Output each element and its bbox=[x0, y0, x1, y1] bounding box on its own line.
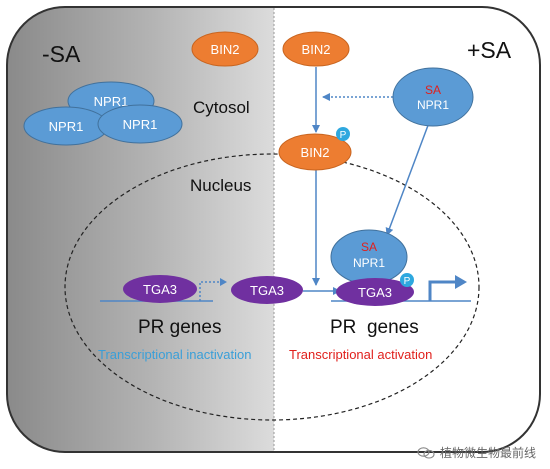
bin2-phosphorylated-label: BIN2 bbox=[301, 145, 330, 160]
npr1-right bbox=[97, 104, 183, 144]
arrow-sa-npr1-into-nucleus bbox=[385, 119, 431, 236]
npr1-top-label: NPR1 bbox=[94, 94, 129, 109]
pr-genes-left-label: PR genes bbox=[138, 317, 221, 338]
cell-outline bbox=[6, 6, 541, 453]
bin2-left bbox=[191, 31, 259, 67]
phosphate-bin2-label: P bbox=[340, 130, 347, 141]
tga3-left-label: TGA3 bbox=[143, 282, 177, 297]
tga3-right bbox=[336, 278, 414, 306]
nucleus-label: Nucleus bbox=[190, 176, 251, 195]
transcriptional-activation-label: Transcriptional activation bbox=[289, 347, 432, 362]
tga3-right-label: TGA3 bbox=[358, 285, 392, 300]
npr1-left-label: NPR1 bbox=[49, 119, 84, 134]
bin2-left-label: BIN2 bbox=[211, 42, 240, 57]
promoter-active-head bbox=[455, 275, 467, 289]
phosphate-bin2 bbox=[336, 127, 350, 141]
promoter-inactive-head bbox=[220, 278, 227, 286]
cytosol-label: Cytosol bbox=[193, 98, 250, 117]
bin2-phosphorylated bbox=[278, 133, 352, 171]
promoter-active bbox=[428, 280, 456, 301]
sa-npr1-nucleus-npr1-label: NPR1 bbox=[353, 256, 385, 270]
plus-sa-panel bbox=[274, 7, 540, 452]
nucleus-boundary bbox=[64, 153, 480, 421]
tga3-center bbox=[231, 276, 303, 304]
pr-genes-right-label: PR genes bbox=[330, 317, 419, 338]
tga3-left bbox=[123, 275, 197, 303]
watermark: 植物微生物最前线 bbox=[417, 444, 536, 461]
phosphate-tga3-label: P bbox=[404, 276, 411, 287]
sa-npr1-cytosol-sa-label: SA bbox=[425, 83, 441, 97]
sa-npr1-nucleus-sa-label: SA bbox=[361, 240, 377, 254]
plus-sa-label: +SA bbox=[467, 37, 512, 63]
minus-sa-panel bbox=[7, 7, 274, 452]
wechat-icon bbox=[417, 446, 435, 459]
phosphate-tga3 bbox=[400, 273, 414, 287]
tga3-center-label: TGA3 bbox=[250, 283, 284, 298]
minus-sa-label: -SA bbox=[42, 41, 81, 67]
sa-npr1-cytosol-npr1-label: NPR1 bbox=[417, 98, 449, 112]
bin2-right-label: BIN2 bbox=[302, 42, 331, 57]
bin2-right bbox=[282, 31, 350, 67]
transcriptional-inactivation-label: Transcriptional inactivation bbox=[98, 347, 251, 362]
npr1-right-label: NPR1 bbox=[123, 117, 158, 132]
watermark-text: 植物微生物最前线 bbox=[439, 446, 536, 460]
sa-npr1-cytosol bbox=[392, 67, 474, 127]
promoter-inactive bbox=[199, 281, 222, 301]
